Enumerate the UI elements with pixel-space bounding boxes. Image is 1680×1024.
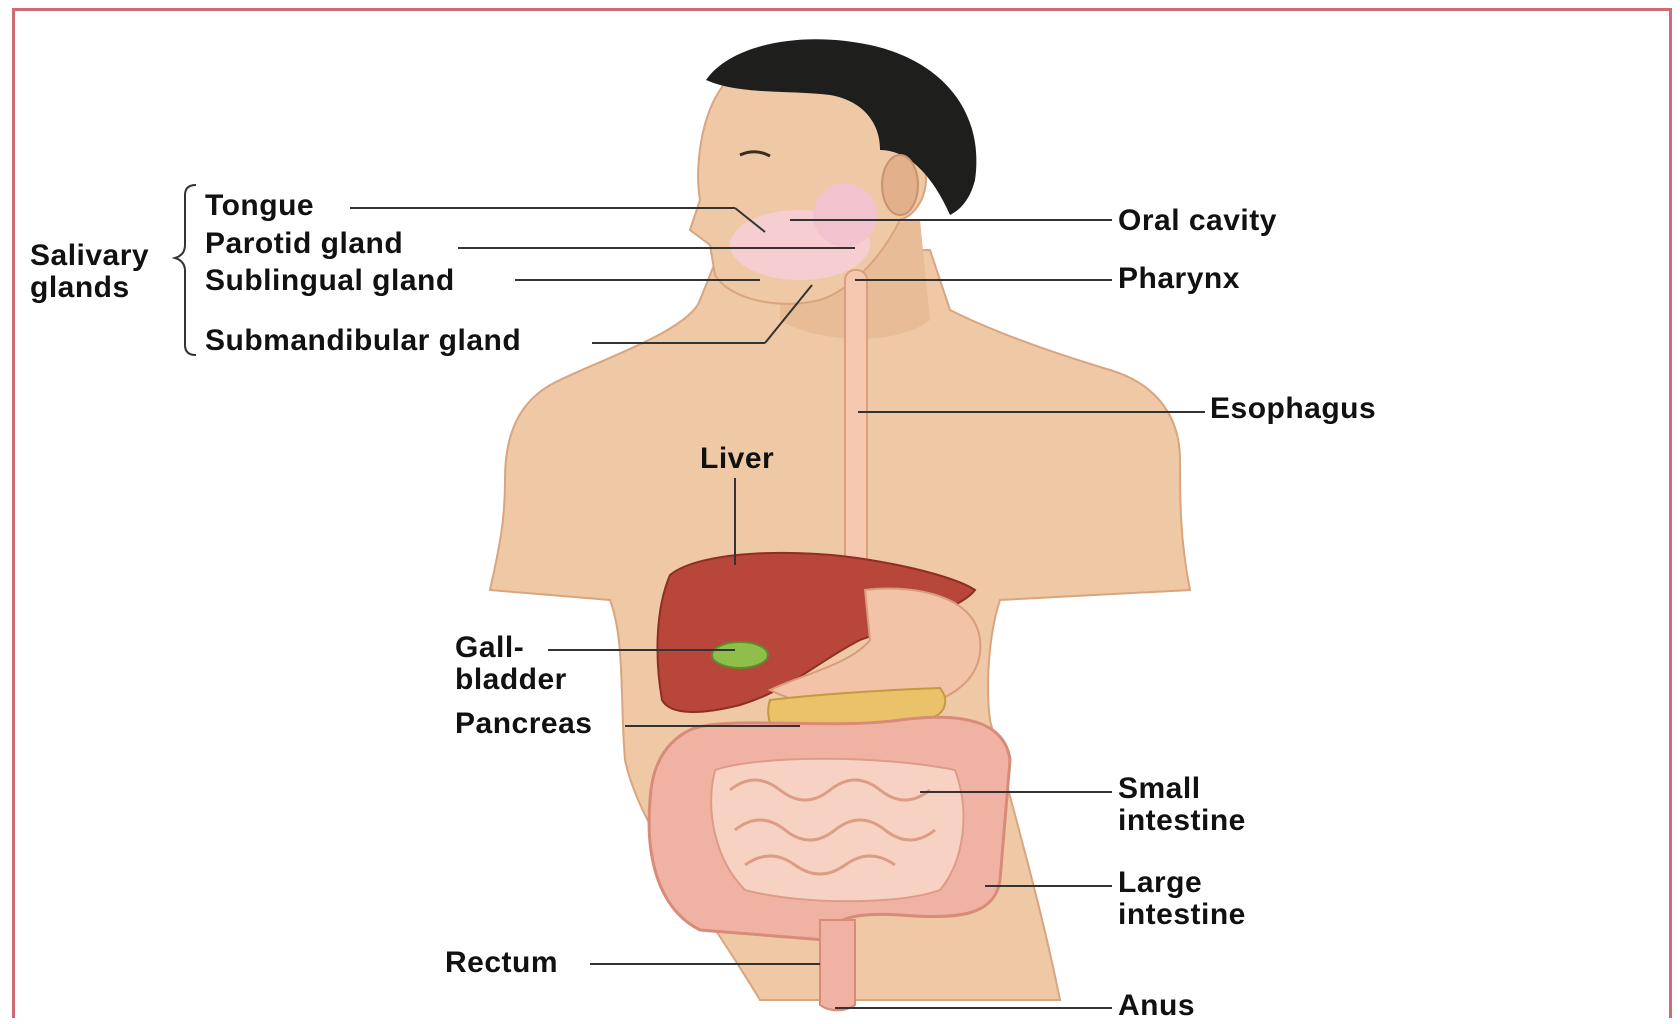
- ear: [882, 155, 918, 215]
- label-large-intestine-line1: Large: [1118, 867, 1246, 899]
- salivary-glands-bracket: [175, 185, 196, 355]
- label-salivary-glands-line2: glands: [30, 272, 149, 304]
- parotid-gland-shape: [813, 183, 877, 247]
- label-gallbladder-line1: Gall-: [455, 632, 567, 664]
- label-parotid-gland: Parotid gland: [205, 228, 403, 260]
- label-small-intestine-line2: intestine: [1118, 805, 1246, 837]
- label-salivary-glands-line1: Salivary: [30, 240, 149, 272]
- esophagus-shape: [845, 270, 867, 580]
- label-anus: Anus: [1118, 990, 1195, 1022]
- label-gallbladder: Gall- bladder: [455, 632, 567, 696]
- label-sublingual-gland: Sublingual gland: [205, 265, 455, 297]
- label-oral-cavity: Oral cavity: [1118, 205, 1277, 237]
- label-salivary-glands: Salivary glands: [30, 240, 149, 304]
- label-submandibular-gland: Submandibular gland: [205, 325, 521, 357]
- label-large-intestine: Large intestine: [1118, 867, 1246, 931]
- gallbladder-shape: [712, 642, 768, 668]
- label-pharynx: Pharynx: [1118, 263, 1240, 295]
- label-small-intestine-line1: Small: [1118, 773, 1246, 805]
- label-rectum: Rectum: [445, 947, 558, 979]
- label-tongue: Tongue: [205, 190, 314, 222]
- label-esophagus: Esophagus: [1210, 393, 1376, 425]
- label-small-intestine: Small intestine: [1118, 773, 1246, 837]
- label-pancreas: Pancreas: [455, 708, 592, 740]
- label-gallbladder-line2: bladder: [455, 664, 567, 696]
- rectum-shape: [820, 920, 855, 1010]
- label-large-intestine-line2: intestine: [1118, 899, 1246, 931]
- label-liver: Liver: [700, 443, 774, 475]
